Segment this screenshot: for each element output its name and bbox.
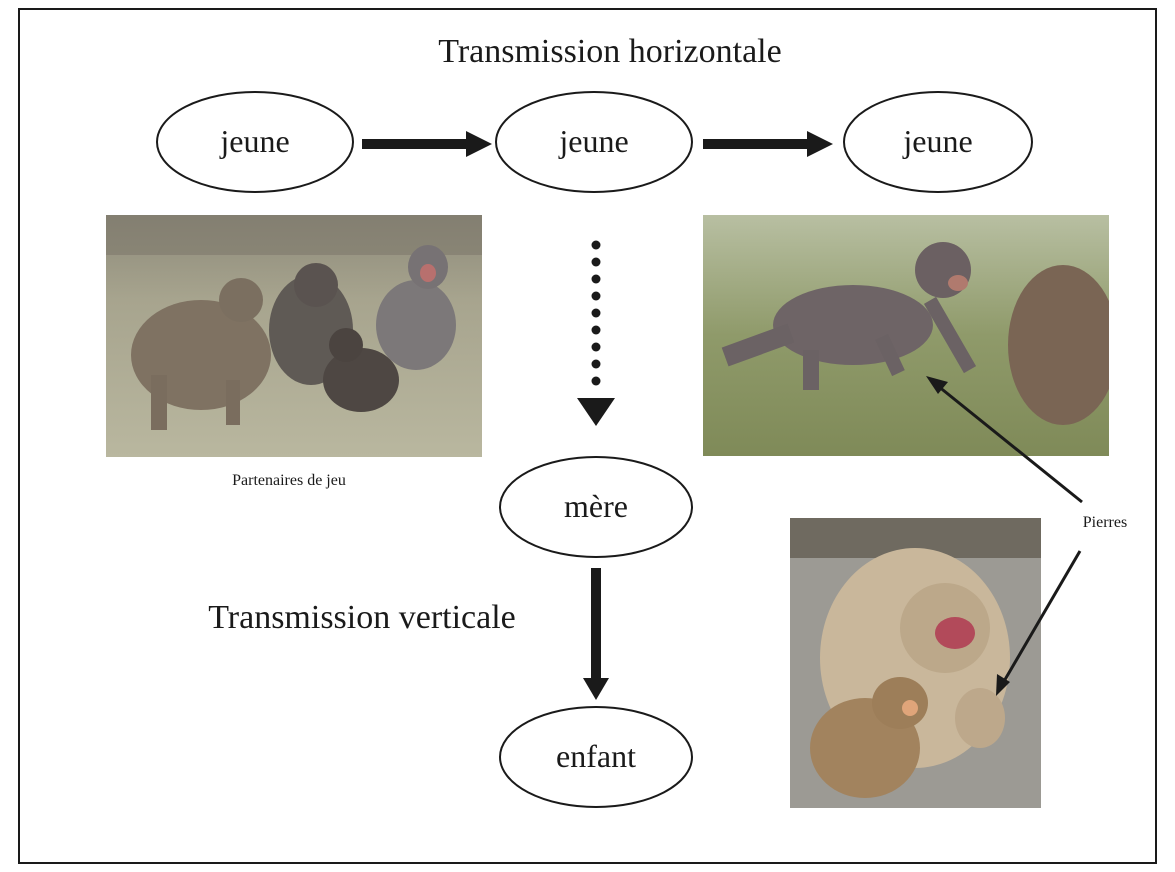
node-mere-label: mère [564, 488, 628, 524]
arrow-dotted-jeune-to-mere [577, 241, 615, 427]
arrow-jeune1-to-jeune2 [362, 131, 492, 157]
caption-play-partners: Partenaires de jeu [232, 472, 346, 489]
pointer-stones-to-mother [996, 551, 1080, 696]
node-jeune-2-label: jeune [558, 123, 628, 159]
node-jeune-3-label: jeune [902, 123, 972, 159]
node-enfant: enfant [500, 707, 692, 807]
caption-stones: Pierres [1083, 514, 1127, 531]
node-enfant-label: enfant [556, 738, 636, 774]
node-mere: mère [500, 457, 692, 557]
arrow-mere-to-enfant [583, 568, 609, 700]
title-horizontal-transmission: Transmission horizontale [438, 33, 781, 70]
node-jeune-1: jeune [157, 92, 353, 192]
node-jeune-3: jeune [844, 92, 1032, 192]
arrow-jeune2-to-jeune3 [703, 131, 833, 157]
node-jeune-2: jeune [496, 92, 692, 192]
pointer-stones-to-juvenile [926, 376, 1082, 502]
node-jeune-1-label: jeune [219, 123, 289, 159]
title-vertical-transmission: Transmission verticale [208, 599, 516, 636]
